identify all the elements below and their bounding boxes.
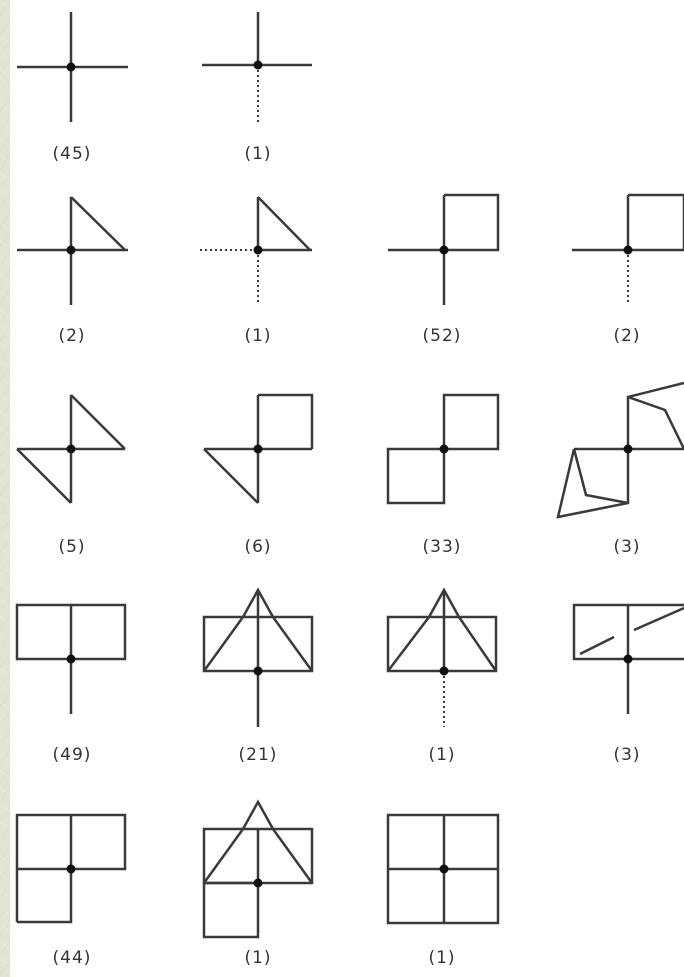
vertex-dot: [66, 62, 76, 72]
count-label: (3): [613, 745, 641, 765]
vertex-dot: [66, 444, 76, 454]
vertex-dot: [439, 666, 449, 676]
count-label: (6): [244, 537, 272, 557]
count-label: (45): [52, 144, 92, 164]
count-label: (2): [613, 326, 641, 346]
vertex-dot: [253, 666, 263, 676]
count-label: (1): [244, 948, 272, 968]
config-square-dotted: [572, 193, 684, 305]
config-peak-squares: [202, 799, 314, 939]
count-label: (1): [428, 745, 456, 765]
config-double-kite: [556, 381, 684, 519]
count-label: (33): [422, 537, 462, 557]
count-label: (49): [52, 745, 92, 765]
count-label: (1): [428, 948, 456, 968]
vertex-dot: [439, 444, 449, 454]
vertex-dot: [253, 878, 263, 888]
count-label: (52): [422, 326, 462, 346]
vertex-dot: [66, 864, 76, 874]
vertex-dot: [253, 444, 263, 454]
count-label: (3): [613, 537, 641, 557]
vertex-dot: [253, 60, 263, 70]
count-label: (44): [52, 948, 92, 968]
vertex-dot: [439, 864, 449, 874]
vertex-dot: [623, 444, 633, 454]
vertex-dot: [66, 245, 76, 255]
config-triangle-dotted: [200, 196, 312, 305]
config-l-squares: [15, 813, 127, 924]
config-rectangle-peak: [202, 587, 314, 727]
config-rectangle-peak-dotted: [386, 587, 498, 727]
count-label: (21): [238, 745, 278, 765]
vertex-dot: [439, 245, 449, 255]
count-label: (1): [244, 326, 272, 346]
count-label: (2): [58, 326, 86, 346]
count-label: (5): [58, 537, 86, 557]
vertex-dot: [66, 654, 76, 664]
vertex-dot: [623, 654, 633, 664]
count-label: (1): [244, 144, 272, 164]
vertex-dot: [623, 245, 633, 255]
vertex-dot: [253, 245, 263, 255]
